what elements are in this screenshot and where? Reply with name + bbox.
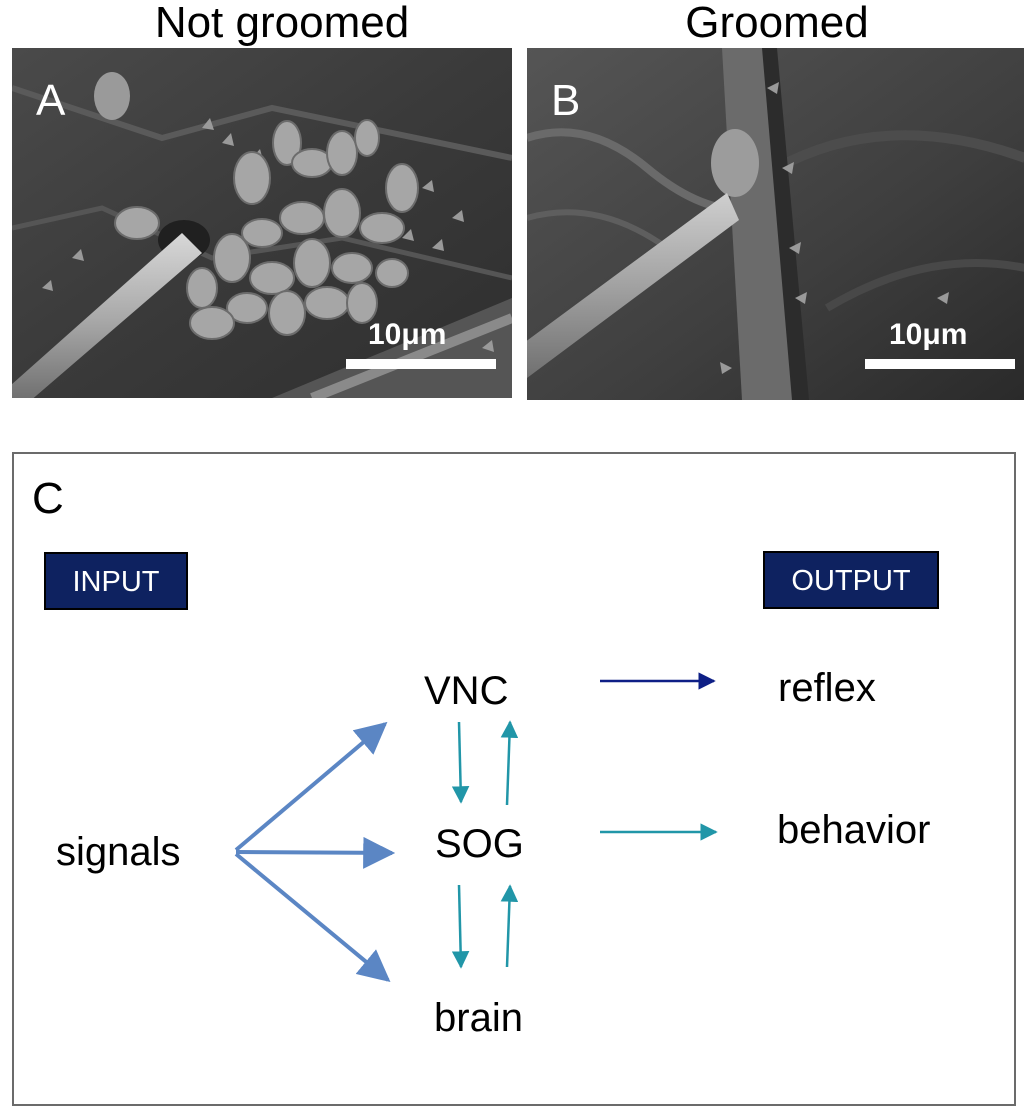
micrograph-panel-b: B 10μm: [527, 48, 1024, 400]
brain-node: brain: [434, 996, 523, 1040]
panel-b-letter: B: [551, 76, 581, 125]
groomed-title: Groomed: [685, 0, 869, 47]
panel-a-scale-bar: [346, 359, 496, 369]
signals-node: signals: [56, 830, 181, 874]
panel-c-letter: C: [32, 474, 64, 523]
reflex-node: reflex: [778, 666, 876, 710]
arrow-sog-to-vnc: [500, 720, 519, 806]
output-tag: OUTPUT: [763, 551, 939, 609]
panel-b-scale-bar: [865, 359, 1015, 369]
micrograph-b-image: [527, 48, 1024, 400]
panel-a-letter: A: [36, 76, 66, 125]
not-groomed-title: Not groomed: [154, 0, 410, 47]
behavior-node: behavior: [777, 808, 931, 852]
panel-a-scale-label: 10μm: [368, 318, 447, 351]
diagram-panel-c: [12, 452, 1016, 1106]
arrow-signals-to-vnc: [234, 721, 388, 852]
sog-node: SOG: [435, 822, 524, 866]
arrow-vnc-to-sog: [451, 721, 470, 804]
arrow-brain-to-sog: [500, 884, 519, 968]
arrow-signals-to-brain: [234, 852, 391, 983]
micrograph-a-image: [12, 48, 512, 398]
arrow-sog-to-brain: [451, 884, 470, 969]
input-tag: INPUT: [44, 552, 188, 610]
vnc-node: VNC: [424, 669, 509, 713]
panel-b-scale-label: 10μm: [889, 318, 968, 351]
micrograph-panel-a: A 10μm: [12, 48, 512, 398]
arrow-signals-to-sog: [235, 836, 396, 869]
